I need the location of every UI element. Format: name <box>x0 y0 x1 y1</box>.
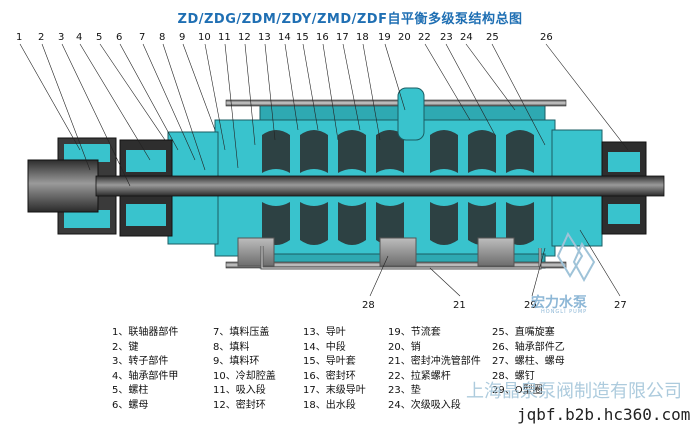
callout-leaders-bottom <box>369 229 621 297</box>
legend-item: 14、中段 <box>303 341 346 353</box>
legend-item: 25、直嘴旋塞 <box>492 327 555 338</box>
diagram-title: ZD/ZDG/ZDM/ZDY/ZMD/ZDF自平衡多级泵结构总图 <box>177 12 523 27</box>
watermark-company: 上海晶泉泵阀制造有限公司 <box>466 381 682 402</box>
legend-item: 3、转子部件 <box>112 356 169 367</box>
legend-item: 26、轴承部件乙 <box>492 341 565 353</box>
legend-item: 28、螺钉 <box>492 370 535 382</box>
legend-column-2: 7、填料压盖 8、填料 9、填料环 10、冷却腔盖 11、吸入段 12、密封环 <box>213 326 276 413</box>
legend-item: 18、出水段 <box>303 399 356 411</box>
callout-4: 4 <box>76 32 82 43</box>
legend-item: 10、冷却腔盖 <box>213 370 276 382</box>
legend-item: 23、垫 <box>388 385 421 396</box>
legend-item: 29、O型圈 <box>492 385 543 396</box>
callout-9: 9 <box>179 32 185 43</box>
legend-item: 12、密封环 <box>213 399 266 411</box>
callout-1: 1 <box>16 32 22 43</box>
brand-name: 宏力水泵 <box>531 295 587 311</box>
legend-item: 9、填料环 <box>213 356 260 367</box>
legend-item: 11、吸入段 <box>213 385 266 396</box>
callout-20: 20 <box>398 32 411 43</box>
legend-item: 6、螺母 <box>112 399 149 411</box>
callout-10: 10 <box>198 32 211 43</box>
legend-column-1: 1、联轴器部件 2、键 3、转子部件 4、轴承部件甲 5、螺柱 6、螺母 <box>112 326 178 413</box>
callout-28: 28 <box>362 300 375 311</box>
callout-15: 15 <box>296 32 309 43</box>
legend-item: 8、填料 <box>213 341 250 353</box>
legend-item: 20、销 <box>388 341 421 353</box>
legend-item: 24、次级吸入段 <box>388 399 461 411</box>
legend-item: 7、填料压盖 <box>213 327 270 338</box>
legend-item: 1、联轴器部件 <box>112 327 179 338</box>
legend-item: 2、键 <box>112 341 139 353</box>
callout-29: 29 <box>524 300 537 311</box>
callout-8: 8 <box>159 32 165 43</box>
legend-item: 17、末级导叶 <box>303 385 366 396</box>
callout-24: 24 <box>460 32 473 43</box>
callout-5: 5 <box>96 32 102 43</box>
brand-subtitle: HONGLI PUMP <box>541 309 588 315</box>
legend-item: 21、密封冲洗管部件 <box>388 356 481 367</box>
brand-logo-icon <box>556 231 596 283</box>
callout-3: 3 <box>58 32 64 43</box>
pump-feet <box>237 237 515 267</box>
pump-shaft <box>95 175 665 197</box>
callout-21: 21 <box>453 300 466 311</box>
watermark-url: jqbf.b2b.hc360.com <box>517 405 691 424</box>
callout-17: 17 <box>336 32 349 43</box>
callout-18: 18 <box>356 32 369 43</box>
callout-leaders-top <box>19 43 629 187</box>
callout-2: 2 <box>38 32 44 43</box>
callout-7: 7 <box>139 32 145 43</box>
legend-item: 22、拉紧螺杆 <box>388 370 451 382</box>
legend-item: 13、导叶 <box>303 327 346 338</box>
legend-item: 19、节流套 <box>388 327 441 338</box>
legend-item: 16、密封环 <box>303 370 356 382</box>
impeller-stages <box>262 130 534 245</box>
legend-item: 27、螺柱、螺母 <box>492 356 565 367</box>
legend-item: 15、导叶套 <box>303 356 356 367</box>
callout-27: 27 <box>614 300 627 311</box>
legend-column-4: 19、节流套 20、销 21、密封冲洗管部件 22、拉紧螺杆 23、垫 24、次… <box>388 326 481 413</box>
legend-column-5: 25、直嘴旋塞 26、轴承部件乙 27、螺柱、螺母 28、螺钉 29、O型圈 <box>492 326 565 399</box>
callout-14: 14 <box>278 32 291 43</box>
callout-16: 16 <box>316 32 329 43</box>
callout-26: 26 <box>540 32 553 43</box>
callout-22: 22 <box>418 32 431 43</box>
callout-23: 23 <box>440 32 453 43</box>
callout-11: 11 <box>218 32 231 43</box>
legend-item: 4、轴承部件甲 <box>112 370 179 382</box>
callout-25: 25 <box>486 32 499 43</box>
callout-12: 12 <box>238 32 251 43</box>
legend-item: 5、螺柱 <box>112 385 149 396</box>
callouts-bottom: 28 21 29 27 <box>362 300 627 311</box>
callout-6: 6 <box>116 32 122 43</box>
legend-column-3: 13、导叶 14、中段 15、导叶套 16、密封环 17、末级导叶 18、出水段 <box>303 326 366 413</box>
callout-13: 13 <box>258 32 271 43</box>
callout-19: 19 <box>378 32 391 43</box>
callouts-top: 1 2 3 4 5 6 7 8 9 10 11 12 13 14 15 16 1… <box>16 32 553 43</box>
